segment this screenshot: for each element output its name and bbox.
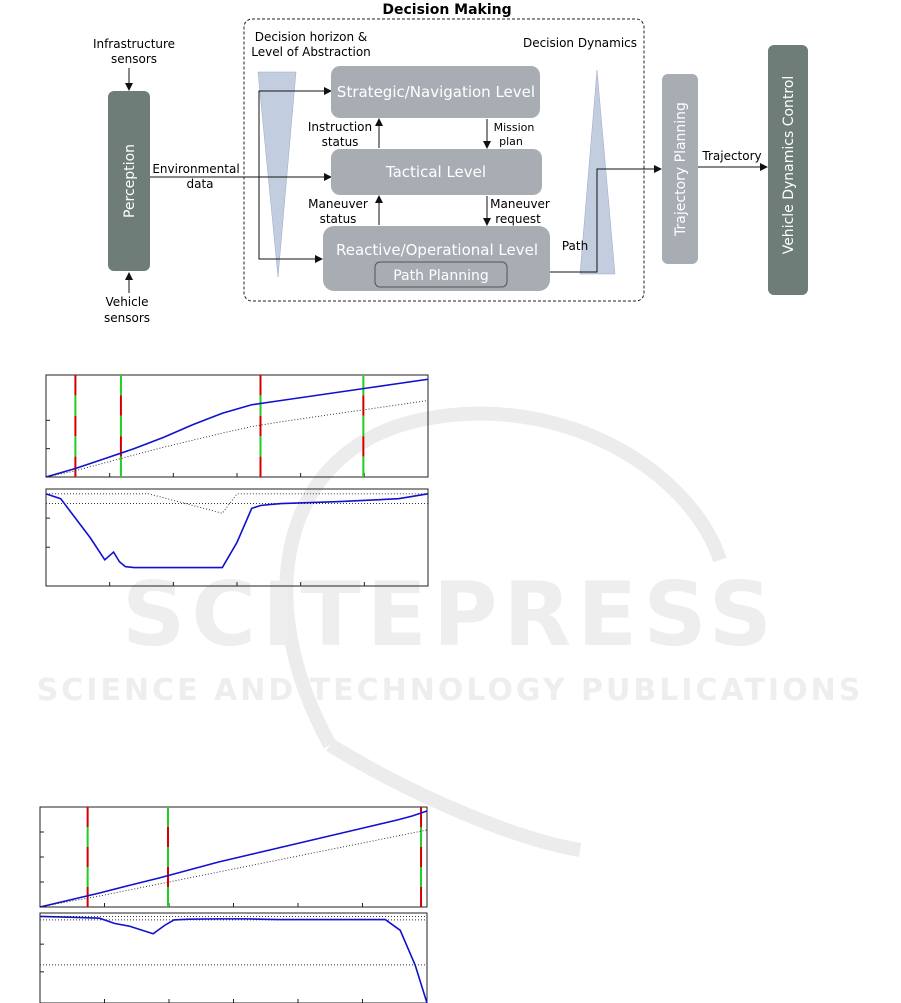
mission-plan-label-1: Mission	[494, 121, 535, 134]
series-line-solid	[39, 810, 428, 908]
decision-making-diagram: Decision Making Decision horizon & Level…	[93, 2, 808, 325]
maneuver-status-label-1: Maneuver	[308, 197, 368, 211]
vehicle-sensors-label-2: sensors	[104, 311, 150, 325]
horizon-label-2: Level of Abstraction	[251, 45, 371, 59]
plot-frame	[45, 374, 429, 478]
series-line-solid	[45, 493, 429, 569]
strategic-level-box	[331, 66, 540, 118]
dynamics-label: Decision Dynamics	[523, 36, 637, 50]
instruction-status-label-2: status	[322, 135, 359, 149]
diagram-title: Decision Making	[382, 2, 511, 18]
perception-box	[108, 91, 150, 271]
infrastructure-sensors-label-1: Infrastructure	[93, 37, 175, 51]
series-line-dotted	[45, 400, 429, 478]
vehicle-dynamics-control-box	[768, 45, 808, 295]
environmental-data-label-2: data	[186, 177, 213, 191]
watermark-subtitle: SCIENCE AND TECHNOLOGY PUBLICATIONS	[37, 673, 864, 708]
tactical-level-label: Tactical Level	[385, 163, 486, 181]
series-line-solid	[39, 915, 428, 1003]
trajectory-planning-label: Trajectory Planning	[673, 102, 689, 237]
instruction-status-label-1: Instruction	[308, 120, 372, 134]
series-line-dotted	[39, 829, 428, 908]
path-line	[550, 168, 661, 273]
chart-2	[45, 488, 429, 587]
path-label: Path	[562, 239, 588, 253]
horizon-label-1: Decision horizon &	[255, 30, 368, 44]
watermark-title: SCITEPRESS	[122, 563, 778, 666]
environmental-data-label-1: Environmental	[152, 162, 239, 176]
strategic-level-label: Strategic/Navigation Level	[337, 83, 535, 101]
tactical-level-box	[331, 149, 542, 195]
vehicle-sensors-label-1: Vehicle	[106, 295, 149, 309]
perception-label: Perception	[122, 144, 138, 218]
plot-frame	[39, 912, 428, 1003]
chart-3	[39, 806, 428, 908]
maneuver-request-label-1: Maneuver	[490, 197, 550, 211]
horizon-triangle	[257, 71, 297, 278]
maneuver-request-label-2: request	[495, 212, 541, 226]
trajectory-planning-box	[662, 74, 698, 264]
maneuver-status-label-2: status	[320, 212, 357, 226]
path-planning-box	[374, 261, 508, 288]
vehicle-dynamics-control-label: Vehicle Dynamics Control	[781, 76, 797, 255]
trajectory-label: Trajectory	[701, 149, 761, 163]
series-line-dotted	[46, 493, 428, 514]
path-planning-label: Path Planning	[393, 268, 489, 284]
infrastructure-sensors-label-2: sensors	[111, 52, 157, 66]
mission-plan-label-2: plan	[499, 135, 523, 148]
watermark-swoosh	[279, 406, 727, 857]
series-line-solid	[45, 378, 429, 478]
decision-making-frame	[243, 18, 645, 302]
plot-frame	[39, 806, 428, 908]
chart-1	[45, 374, 429, 478]
chart-4	[39, 912, 428, 1003]
reactive-level-label: Reactive/Operational Level	[336, 241, 538, 259]
